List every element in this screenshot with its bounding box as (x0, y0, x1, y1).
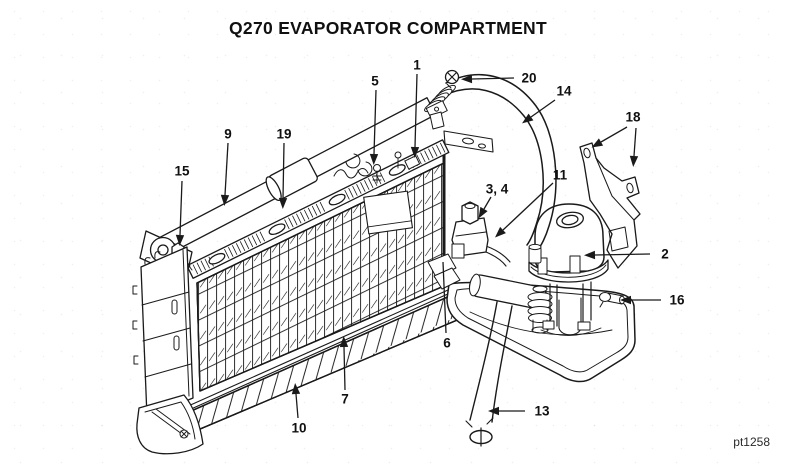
callout-arrow-7 (339, 336, 349, 348)
page-title: Q270 EVAPORATOR COMPARTMENT (229, 18, 547, 38)
callout-leader-18 (633, 127, 637, 157)
drain-tube (465, 301, 513, 447)
supply-hose (442, 74, 557, 251)
callout-arrow-1 (410, 146, 420, 158)
callout-leader-3-4 (483, 196, 492, 210)
callout-arrow-5 (369, 153, 379, 165)
top-hardware (333, 69, 494, 235)
callout-leader-1 (414, 73, 418, 148)
screw (444, 69, 460, 89)
end-panel (132, 246, 194, 418)
mounting-foot (136, 394, 204, 455)
pan-fitting (599, 292, 625, 308)
valve-assembly (427, 201, 511, 290)
callout-arrow-10 (291, 383, 301, 395)
callout-arrow-14 (522, 113, 534, 124)
callout-leader-10 (295, 393, 299, 419)
hose-end-fitting (528, 243, 542, 264)
callout-leader-6 (442, 261, 447, 334)
callout-leader-19 (282, 142, 285, 199)
callout-arrow-15 (175, 234, 185, 246)
callout-arrow-13 (488, 406, 499, 416)
callout-arrow-16 (620, 295, 631, 305)
callout-arrow-19 (278, 197, 288, 209)
fin-rail (186, 139, 450, 279)
callout-arrow-18 (629, 155, 639, 167)
callout-leader-14 (530, 99, 556, 118)
callout-leader-5 (373, 89, 377, 155)
callout-arrow-20 (461, 74, 473, 84)
callout-arrow-2 (584, 250, 596, 260)
pan-tube-assembly (468, 273, 548, 310)
standpipe-bellows (527, 285, 553, 334)
mounting-bracket (579, 142, 641, 269)
callout-arrow-9 (220, 194, 230, 206)
callout-leader-18 (600, 126, 628, 143)
callout-arrow-11 (495, 226, 506, 238)
callout-leader-2 (594, 253, 651, 256)
callout-leader-11 (502, 182, 554, 231)
callout-leader-7 (343, 346, 346, 391)
callout-arrow-18 (591, 138, 604, 148)
figure-code: pt1258 (733, 435, 770, 449)
callout-leader-9 (224, 142, 229, 196)
callout-leader-15 (179, 180, 183, 236)
callout-arrow-3-4 (478, 206, 488, 219)
coiled-fitting (424, 84, 456, 130)
distributor-parts (333, 151, 421, 235)
callout-leader-20 (471, 77, 515, 80)
